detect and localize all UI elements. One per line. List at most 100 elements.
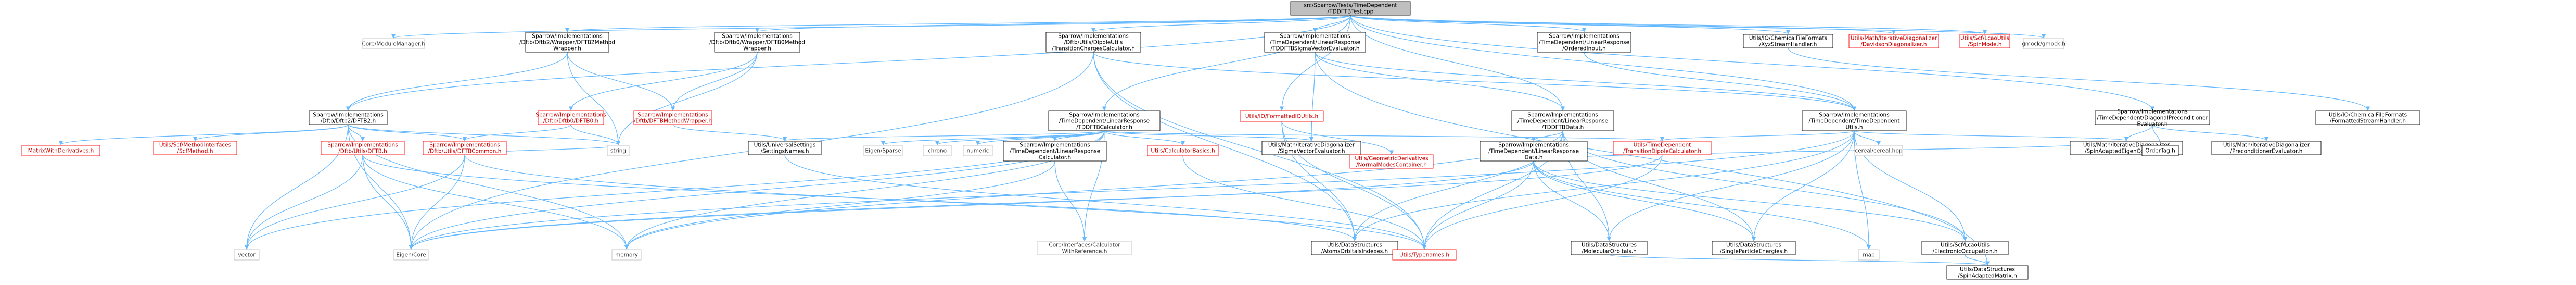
graph-node-box xyxy=(1946,265,2029,280)
include-edge xyxy=(616,52,758,145)
graph-node-box xyxy=(1848,34,1939,48)
graph-node-electronicocc[interactable]: Utils/Scf/LcaoUtils/ElectronicOccupation… xyxy=(1921,241,2009,255)
graph-node-label: /SpinAdaptedMatrix.h xyxy=(1958,273,2017,279)
graph-node-numeric[interactable]: numeric xyxy=(963,145,993,156)
graph-node-box xyxy=(1349,154,1434,169)
graph-node-map[interactable]: map xyxy=(1858,249,1880,261)
include-edge xyxy=(784,154,1427,250)
graph-node-calcbasics[interactable]: Utils/CalculatorBasics.h xyxy=(1147,145,1219,156)
graph-node-label: Utils/DataStructures xyxy=(1327,242,1382,249)
include-edge xyxy=(1584,52,1857,111)
graph-node-label: /Dftb/Utils/DipoleUtils xyxy=(1064,40,1123,46)
graph-node-tddipole[interactable]: Utils/TimeDependent/TransitionDipoleCalc… xyxy=(1613,141,1712,155)
graph-node-label: /TimeDependent/LinearResponse xyxy=(1539,40,1629,46)
graph-node-label: gmock/gmock.h xyxy=(2022,41,2065,47)
include-edge xyxy=(346,15,1351,111)
graph-node-orderedinput[interactable]: Sparrow/Implementations/TimeDependent/Li… xyxy=(1537,32,1631,53)
include-edge xyxy=(1533,160,1968,241)
graph-node-label: Utils/CalculatorBasics.h xyxy=(1151,148,1215,154)
graph-node-label: /Dftb/Dftb2/Wrapper/DFTB2Method xyxy=(519,40,615,46)
graph-node-string[interactable]: string xyxy=(607,145,630,156)
graph-node-tddftbcalc[interactable]: Sparrow/Implementations/TimeDependent/Li… xyxy=(1048,110,1161,131)
graph-node-eigensparse[interactable]: Eigen/Sparse xyxy=(863,145,903,156)
graph-node-label: chrono xyxy=(928,148,947,154)
graph-node-box xyxy=(1537,32,1631,53)
include-edge xyxy=(244,154,465,250)
graph-node-label: Sparrow/Implementations xyxy=(1069,112,1139,118)
graph-node-memory[interactable]: memory xyxy=(611,249,642,261)
graph-node-label: Calculator.h xyxy=(1039,155,1071,161)
graph-node-label: /TimeDependent/DiagonalPreconditioner xyxy=(2097,115,2208,121)
graph-node-label: map xyxy=(1863,252,1875,258)
graph-node-corecalcref[interactable]: Core/Interfaces/CalculatorWithReference.… xyxy=(1037,241,1132,255)
graph-node-box xyxy=(1743,34,1833,48)
graph-node-box xyxy=(1311,241,1398,255)
graph-node-spinmode[interactable]: Utils/Scf/LcaoUtils/SpinMode.h xyxy=(1959,34,2010,48)
include-edge xyxy=(362,154,629,250)
include-edge xyxy=(1315,52,1565,111)
graph-node-tddftbdata[interactable]: Sparrow/Implementations/TimeDependent/Li… xyxy=(1511,110,1614,131)
include-edge xyxy=(464,154,1427,250)
include-edge xyxy=(1093,52,1357,241)
graph-node-label: /SingleParticleEnergies.h xyxy=(1720,249,1788,255)
graph-node-dftb0[interactable]: Sparrow/Implementations/Dftb/Dftb0/DFTB0… xyxy=(535,110,606,125)
graph-node-sigmavecev[interactable]: Sparrow/Implementations/TimeDependent/Li… xyxy=(1264,32,1366,53)
graph-node-tdutils[interactable]: Sparrow/Implementations/TimeDependent/Ti… xyxy=(1802,110,1907,131)
graph-node-label: /SigmaVectorEvaluator.h xyxy=(1278,148,1345,155)
graph-node-label: /TimeDependent/LinearResponse xyxy=(1270,40,1360,46)
graph-node-label: /TimeDependent/LinearResponse xyxy=(1010,148,1100,155)
graph-node-vector[interactable]: vector xyxy=(234,249,260,261)
graph-node-typenames[interactable]: Utils/Typenames.h xyxy=(1392,249,1457,261)
graph-node-label: numeric xyxy=(966,148,989,154)
graph-node-root: src/Sparrow/Tests/TimeDependent/TDDFTBTe… xyxy=(1290,1,1411,16)
graph-node-matrixderiv[interactable]: MatrixWithDerivatives.h xyxy=(21,145,100,156)
graph-node-label: Utils/IO/ChemicalFileFormats xyxy=(2329,112,2407,118)
graph-node-label: /OrderedInput.h xyxy=(1562,46,1605,52)
graph-node-label: Sparrow/Implementations xyxy=(429,142,500,148)
graph-node-label: /Dftb/Utils/DFTBCommon.h xyxy=(428,148,502,155)
graph-node-box xyxy=(1147,145,1219,156)
graph-node-formattedio[interactable]: Utils/IO/FormattedIOUtils.h xyxy=(1240,110,1324,122)
graph-node-molorbitals[interactable]: Utils/DataStructures/MolecularOrbitals.h xyxy=(1571,241,1648,255)
graph-node-utilsdftb[interactable]: Sparrow/Implementations/Dftb/Utils/DFTB.… xyxy=(321,141,405,155)
graph-node-sigmavec[interactable]: Utils/Math/IterativeDiagonalizer/SigmaVe… xyxy=(1261,141,1361,155)
include-edge xyxy=(1315,52,1990,266)
graph-node-chrono[interactable]: chrono xyxy=(923,145,952,156)
graph-node-tdresponsecalc[interactable]: Sparrow/Implementations/TimeDependent/Li… xyxy=(1003,141,1107,162)
graph-node-cerealhpp[interactable]: cereal/cereal.hpp xyxy=(1854,145,1903,156)
graph-node-box xyxy=(714,32,800,53)
graph-node-dftbcommon[interactable]: Sparrow/Implementations/Dftb/Utils/DFTBC… xyxy=(423,141,507,155)
graph-node-lrdata[interactable]: Sparrow/Implementations/TimeDependent/Li… xyxy=(1480,141,1588,162)
graph-node-label: Sparrow/Implementations xyxy=(1498,142,1568,148)
graph-node-settingsnames[interactable]: Utils/UniversalSettings/SettingsNames.h xyxy=(748,141,822,155)
graph-node-gmock[interactable]: gmock/gmock.h xyxy=(2022,38,2065,49)
graph-node-scfmethif[interactable]: Utils/Scf/MethodInterfaces/ScfMethod.h xyxy=(153,141,237,155)
graph-node-formattedhandler[interactable]: Utils/IO/ChemicalFileFormats/FormattedSt… xyxy=(2315,110,2420,125)
graph-node-dftbmethwrap[interactable]: Sparrow/Implementations/Dftb/DFTBMethodW… xyxy=(633,110,712,125)
graph-node-ordertag[interactable]: OrderTag.h xyxy=(2141,145,2179,156)
graph-node-dftb2[interactable]: Sparrow/Implementations/Dftb/Dftb2/DFTB2… xyxy=(309,110,388,125)
include-edge xyxy=(568,52,758,111)
graph-node-label: Utils/Typenames.h xyxy=(1399,252,1449,258)
graph-node-atomicorb[interactable]: Utils/DataStructures/AtomsOrbitalsIndexe… xyxy=(1311,241,1398,255)
graph-node-xyzhandler[interactable]: Utils/IO/ChemicalFileFormats/XyzStreamHa… xyxy=(1743,34,1833,48)
graph-node-diagprecond[interactable]: Sparrow/Implementations/TimeDependent/Di… xyxy=(2095,109,2210,128)
graph-node-label: /TDDFTBCalculator.h xyxy=(1076,125,1132,131)
graph-node-dftb0wrap[interactable]: Sparrow/Implementations/Dftb/Dftb0/Wrapp… xyxy=(709,32,805,53)
graph-node-davidson[interactable]: Utils/Math/IterativeDiagonalizer/Davidso… xyxy=(1848,34,1939,48)
graph-node-spinadaptedmatrix[interactable]: Utils/DataStructures/SpinAdaptedMatrix.h xyxy=(1946,265,2029,280)
graph-node-precondeval[interactable]: Utils/Math/IterativeDiagonalizer/Precond… xyxy=(2211,141,2322,155)
graph-node-box xyxy=(1613,141,1712,155)
graph-node-transcharge[interactable]: Sparrow/Implementations/Dftb/Utils/Dipol… xyxy=(1045,32,1141,53)
graph-node-label: Wrapper.h xyxy=(743,46,771,52)
graph-node-dftb2wrap[interactable]: Sparrow/Implementations/Dftb/Dftb2/Wrapp… xyxy=(519,32,615,53)
graph-node-box xyxy=(153,141,237,155)
graph-node-box xyxy=(1571,241,1648,255)
graph-node-box xyxy=(362,38,425,49)
graph-node-coremod[interactable]: Core/ModuleManager.h xyxy=(362,38,425,49)
graph-node-label: Utils/IO/ChemicalFileFormats xyxy=(1749,35,1827,42)
graph-node-box xyxy=(309,110,388,125)
graph-node-geomderiv[interactable]: Utils/GeometricDerivatives/NormalModesCo… xyxy=(1349,154,1434,169)
graph-node-singleparticle[interactable]: Utils/DataStructures/SingleParticleEnerg… xyxy=(1712,241,1796,255)
graph-node-eigencore[interactable]: Eigen/Core xyxy=(393,249,429,261)
